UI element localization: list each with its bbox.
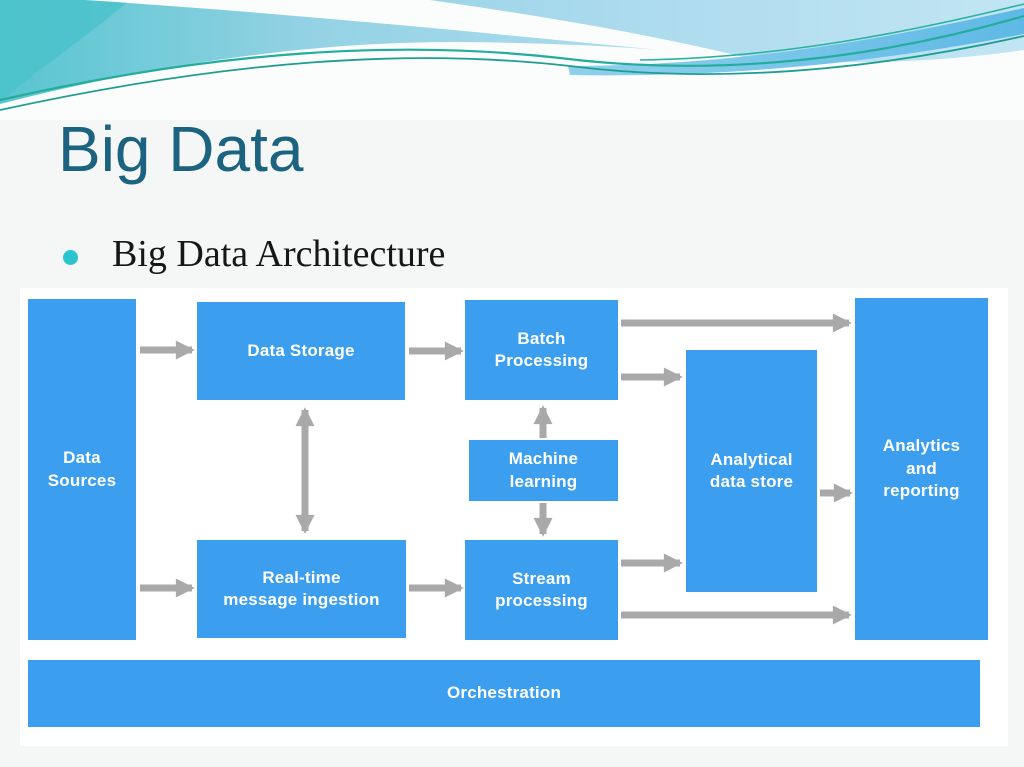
bullet-item: Big Data Architecture bbox=[63, 233, 446, 276]
slide-title: Big Data bbox=[58, 113, 304, 185]
wave-white-top bbox=[85, 0, 748, 58]
node-data-sources: Data Sources bbox=[28, 299, 136, 640]
wave-green-line-2 bbox=[0, 35, 1024, 111]
node-orchestration: Orchestration bbox=[28, 660, 980, 727]
node-data-sources-label: Data Sources bbox=[47, 448, 117, 490]
wave-teal-corner bbox=[0, 0, 130, 102]
node-analytics-and-reporting: Analytics and reporting bbox=[855, 298, 988, 640]
node-real-time-message-ingestion: Real-time message ingestion bbox=[197, 540, 406, 638]
node-batch-processing: Batch Processing bbox=[465, 300, 618, 400]
node-batch-processing-label: Batch Processing bbox=[494, 328, 589, 370]
node-stream-processing-label: Stream processing bbox=[495, 568, 588, 610]
bullet-text: Big Data Architecture bbox=[112, 233, 446, 275]
node-data-storage: Data Storage bbox=[197, 302, 405, 400]
wave-green-line-3 bbox=[639, 3, 1024, 61]
node-analytical-data-store-label: Analytical data store bbox=[709, 449, 794, 491]
bullet-icon bbox=[63, 250, 78, 266]
node-analytical-data-store: Analytical data store bbox=[686, 350, 817, 592]
wave-blue-band bbox=[568, 8, 1024, 76]
header-wave-decoration bbox=[0, 0, 1024, 120]
node-data-storage-label: Data Storage bbox=[247, 340, 355, 360]
node-machine-learning-label: Machine learning bbox=[508, 449, 579, 491]
node-machine-learning: Machine learning bbox=[469, 440, 618, 501]
node-real-time-message-ingestion-label: Real-time message ingestion bbox=[223, 567, 380, 609]
node-analytics-and-reporting-label: Analytics and reporting bbox=[882, 436, 961, 501]
node-stream-processing: Stream processing bbox=[465, 540, 618, 640]
node-orchestration-label: Orchestration bbox=[446, 683, 562, 703]
wave-green-line-1 bbox=[0, 14, 1024, 102]
